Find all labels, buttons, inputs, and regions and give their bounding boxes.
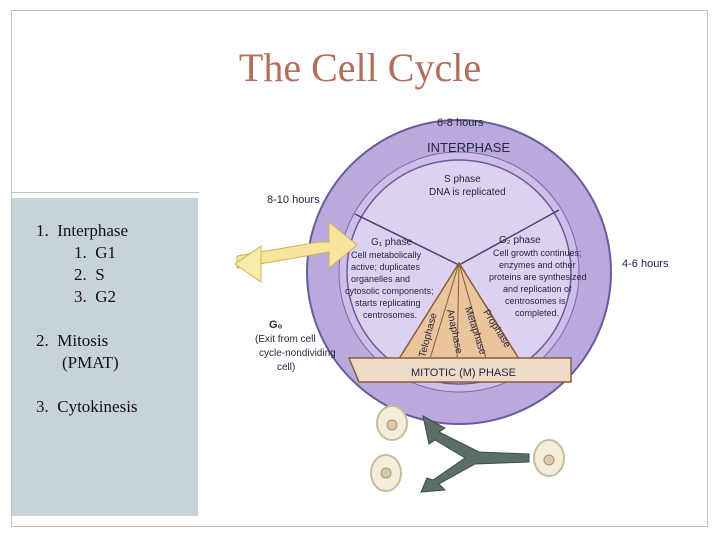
g1-desc-line: organelles and — [351, 274, 410, 284]
list-item-cytokinesis: 3. Cytokinesis — [36, 396, 138, 418]
list-label: Interphase — [57, 221, 129, 240]
g2-hours-label: 4-6 hours — [622, 258, 669, 270]
s-phase-title: S phase — [444, 174, 481, 185]
cytokinesis-arrow — [420, 415, 530, 493]
g1-desc-line: centrosomes. — [363, 310, 417, 320]
wedge-line-1 — [428, 262, 460, 363]
g0-desc-line: (Exit from cell — [255, 334, 316, 345]
mitotic-phase-band — [347, 357, 572, 383]
s-hours-label: 8-10 hours — [267, 194, 320, 206]
list-number: 3. — [36, 397, 49, 416]
g1-desc-line: starts replicating — [355, 298, 421, 308]
side-panel — [12, 198, 198, 516]
wedge-line-2 — [456, 262, 460, 363]
g0-arrow-head — [234, 245, 262, 283]
list-label: (PMAT) — [62, 353, 119, 372]
g2-desc-line: enzymes and other — [499, 260, 576, 270]
list-item-pmat: (PMAT) — [62, 352, 119, 374]
divider-s-g2 — [458, 209, 560, 266]
list-number: 2. — [74, 265, 87, 284]
divider-line — [11, 192, 199, 193]
g2-title: G₂ phase — [499, 235, 541, 246]
slide-frame — [11, 10, 708, 527]
g2-desc-line: centrosomes is — [505, 296, 566, 306]
list-item-g1: 1. G1 — [74, 242, 116, 264]
list-item-mitosis: 2. Mitosis — [36, 330, 108, 352]
mitotic-phase-label: MITOTIC (M) PHASE — [411, 367, 516, 379]
g0-exit-arrow — [236, 220, 358, 270]
list-item-s: 2. S — [74, 264, 105, 286]
slide-title: The Cell Cycle — [238, 45, 482, 90]
list-number: 1. — [36, 221, 49, 240]
g0-desc-line: cell) — [277, 362, 295, 373]
divider-s-g1 — [354, 213, 460, 266]
g1-desc-line: Cell metabolically — [351, 250, 422, 260]
list-label: Cytokinesis — [57, 397, 138, 416]
mother-cell-nucleus — [386, 419, 398, 431]
list-label: G2 — [95, 287, 117, 306]
interphase-label: INTERPHASE — [427, 140, 510, 155]
g1-desc-line: cytosolic components; — [345, 286, 434, 296]
g2-desc-line: proteins are synthesized — [489, 272, 587, 282]
wedge-line-3 — [458, 262, 488, 363]
s-phase-desc: DNA is replicated — [429, 187, 506, 198]
g2-desc-line: completed. — [515, 308, 559, 318]
g1-desc-line: active; duplicates — [351, 262, 421, 272]
g0-desc-line: cycle-nondividing — [259, 348, 336, 359]
list-label: S — [95, 265, 105, 284]
g1-title: G₁ phase — [371, 237, 413, 248]
g2-desc-line: Cell growth continues; — [493, 248, 582, 258]
list-item-g2: 3. G2 — [74, 286, 116, 308]
list-label: G1 — [95, 243, 117, 262]
list-label: Mitosis — [57, 331, 109, 350]
interphase-hours-label: 6-8 hours — [437, 117, 484, 129]
list-item-interphase: 1. Interphase — [36, 220, 128, 242]
list-number: 2. — [36, 331, 49, 350]
daughter-cell-nucleus — [543, 454, 555, 466]
list-number: 1. — [74, 243, 87, 262]
list-number: 3. — [74, 287, 87, 306]
cell-cycle-diagram: 6-8 hours INTERPHASE 8-10 hours 4-6 hour… — [234, 117, 669, 493]
daughter-cell-nucleus — [380, 467, 392, 479]
g0-title: G₀ — [269, 319, 283, 331]
g2-desc-line: and replication of — [503, 284, 572, 294]
